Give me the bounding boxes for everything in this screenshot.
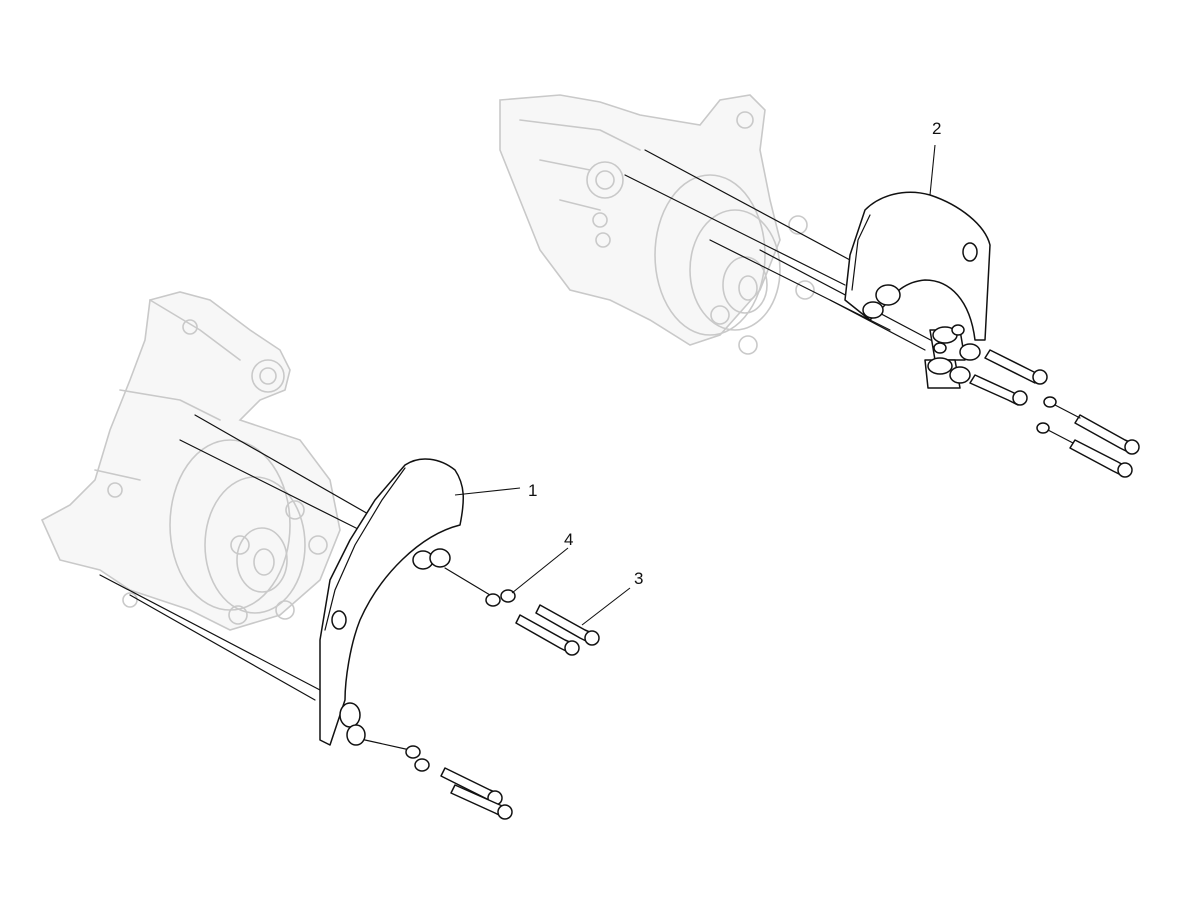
callout-1: 1 [528,481,537,500]
callout-leaders [454,144,936,626]
callout-3: 3 [634,569,643,588]
upper-alternator-housing [499,94,815,355]
bracket-1-hardware [364,567,600,820]
bracket-2 [844,191,991,341]
lower-axis-lines [99,414,371,701]
lower-alternator-housing [40,291,341,631]
callout-4: 4 [564,530,573,549]
bracket-1 [319,458,465,746]
bracket-2-hardware [924,324,1140,478]
callout-2: 2 [932,119,941,138]
